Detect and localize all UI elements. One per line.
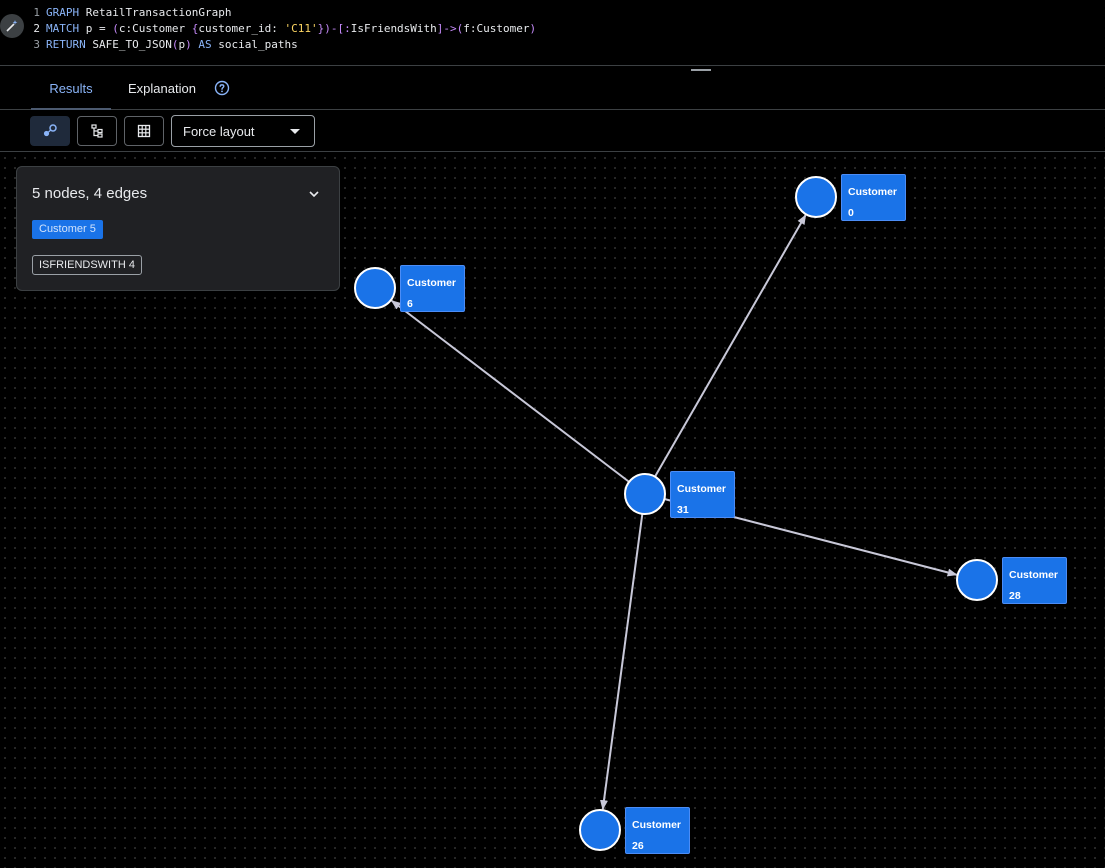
code-token: ) (529, 21, 537, 35)
node-label-31[interactable]: Customer 31 (670, 471, 735, 518)
line-number: 1 (33, 5, 40, 19)
code-token: 'C11' (284, 21, 318, 35)
tab-results[interactable]: Results (31, 67, 111, 110)
code-token: ]->( (436, 21, 464, 35)
node-label-26[interactable]: Customer 26 (625, 807, 690, 854)
code-token: })-[: (317, 21, 351, 35)
code-token: GRAPH (46, 5, 80, 19)
code-token: ) (185, 37, 192, 51)
code-token: c:Customer (118, 21, 192, 35)
node-type-label: Customer (677, 483, 727, 495)
node-type-label: Customer (632, 819, 682, 831)
table-view-icon (137, 124, 151, 138)
code-line-3: 3 RETURN SAFE_TO_JSON(p) AS social_paths (24, 36, 536, 52)
code-token: ( (112, 21, 119, 35)
node-6[interactable] (354, 267, 396, 309)
chevron-down-icon[interactable] (307, 187, 321, 201)
layout-select-value: Force layout (183, 123, 255, 139)
help-icon[interactable] (214, 80, 230, 96)
code-line-1: 1 GRAPH RetailTransactionGraph (24, 4, 536, 20)
code-token: social_paths (211, 37, 298, 51)
node-28[interactable] (956, 559, 998, 601)
code-token: ( (171, 37, 179, 51)
code-token: IsFriendsWith (350, 21, 437, 35)
caret-down-icon (290, 129, 300, 134)
table-view-button[interactable] (124, 116, 164, 146)
code-token: MATCH (46, 21, 80, 35)
panel-resize-handle[interactable] (691, 69, 711, 71)
node-label-0[interactable]: Customer 0 (841, 174, 906, 221)
line-number: 3 (33, 37, 40, 51)
graph-summary-title: 5 nodes, 4 edges (32, 185, 148, 202)
node-id-label: 6 (407, 298, 413, 310)
code-token: p = (79, 21, 113, 35)
node-type-label: Customer (1009, 569, 1059, 581)
ai-assist-icon[interactable] (0, 14, 24, 38)
code-token: RETURN (46, 37, 86, 51)
code-token: AS (191, 37, 212, 51)
code-lines[interactable]: 1 GRAPH RetailTransactionGraph 2 MATCH p… (24, 4, 536, 52)
graph-view-button[interactable] (30, 116, 70, 146)
line-number: 2 (33, 21, 40, 35)
graph-summary-card: 5 nodes, 4 edges Customer 5 ISFRIENDSWIT… (16, 166, 340, 291)
node-id-label: 26 (632, 840, 644, 852)
query-editor[interactable]: 1 GRAPH RetailTransactionGraph 2 MATCH p… (0, 0, 1105, 66)
node-id-label: 31 (677, 504, 689, 516)
node-label-28[interactable]: Customer 28 (1002, 557, 1067, 604)
code-token: f:Customer (463, 21, 530, 35)
node-id-label: 0 (848, 207, 854, 219)
code-token: p (178, 37, 186, 51)
results-tabs: Results Explanation (0, 67, 1105, 110)
view-toolbar: Force layout (0, 110, 1105, 152)
node-label-6[interactable]: Customer 6 (400, 265, 465, 312)
layout-select[interactable]: Force layout (171, 115, 315, 147)
edge-31-0[interactable] (654, 214, 807, 478)
tab-explanation[interactable]: Explanation (128, 81, 196, 96)
code-token: SAFE_TO_JSON (85, 37, 172, 51)
node-31[interactable] (624, 473, 666, 515)
schema-view-button[interactable] (77, 116, 117, 146)
graph-view-icon (43, 124, 57, 137)
code-line-2: 2 MATCH p = (c:Customer {customer_id: 'C… (24, 20, 536, 36)
node-type-label: Customer (407, 277, 457, 289)
edge-type-chip[interactable]: ISFRIENDSWITH 4 (32, 255, 142, 275)
node-id-label: 28 (1009, 590, 1021, 602)
node-type-chip[interactable]: Customer 5 (32, 220, 103, 239)
edge-31-26[interactable] (600, 513, 644, 811)
code-token: { (191, 21, 199, 35)
node-0[interactable] (795, 176, 837, 218)
code-token: customer_id: (198, 21, 285, 35)
node-26[interactable] (579, 809, 621, 851)
edge-31-6[interactable] (390, 299, 630, 483)
node-type-label: Customer (848, 186, 898, 198)
code-token: RetailTransactionGraph (79, 5, 232, 19)
schema-view-icon (91, 124, 103, 138)
